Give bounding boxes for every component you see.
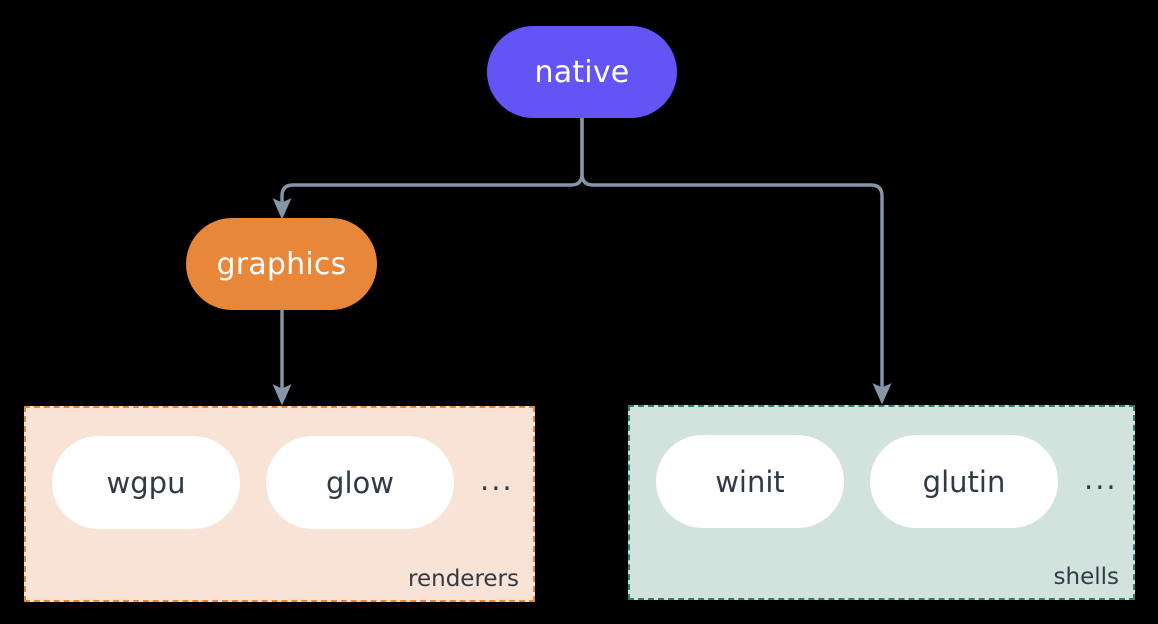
node-native[interactable]: native	[487, 26, 677, 118]
pill-glow-label: glow	[326, 465, 394, 500]
edge-native-to-shells	[580, 116, 892, 405]
edge-native-to-graphics	[272, 116, 584, 220]
node-graphics[interactable]: graphics	[186, 218, 377, 310]
node-graphics-label: graphics	[216, 246, 347, 282]
renderers-pill-row: wgpu glow ...	[52, 436, 514, 529]
pill-winit-label: winit	[715, 464, 785, 499]
node-native-label: native	[534, 54, 630, 90]
group-renderers: wgpu glow ... renderers	[24, 406, 535, 602]
group-shells: winit glutin ... shells	[628, 405, 1135, 600]
shells-more-ellipsis: ...	[1084, 461, 1118, 496]
group-shells-label: shells	[1053, 564, 1119, 590]
renderers-more-ellipsis: ...	[480, 462, 514, 497]
pill-glutin-label: glutin	[922, 464, 1006, 499]
shells-pill-row: winit glutin ...	[656, 435, 1118, 528]
pill-glow[interactable]: glow	[266, 436, 454, 529]
pill-wgpu-label: wgpu	[106, 465, 186, 500]
group-renderers-label: renderers	[408, 566, 519, 592]
pill-glutin[interactable]: glutin	[870, 435, 1058, 528]
pill-wgpu[interactable]: wgpu	[52, 436, 240, 529]
pill-winit[interactable]: winit	[656, 435, 844, 528]
